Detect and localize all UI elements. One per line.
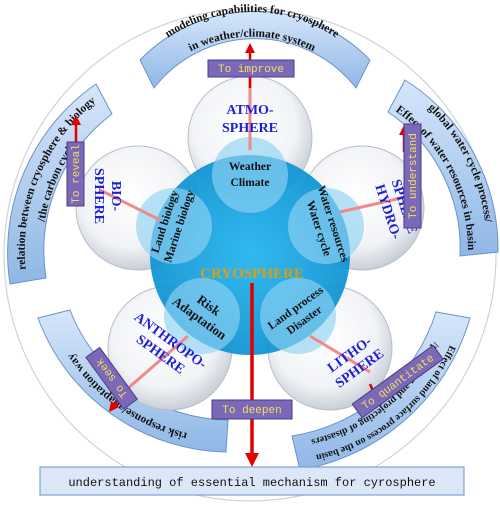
atmo-sub-2: Climate — [231, 177, 270, 189]
inner-overlaps — [136, 137, 364, 354]
atmo-name-1: ATMO- — [226, 103, 274, 118]
action-improve: To improve — [207, 59, 295, 78]
bottom-goal-text: understanding of essential mechanism for… — [68, 476, 435, 490]
action-deepen: To deepen — [211, 399, 293, 420]
bio-name-2: SPHERE — [91, 168, 106, 224]
center-label: CRYOSPHERE — [200, 266, 304, 282]
atmo-sub-1: Weather — [229, 161, 271, 173]
svg-text:To reveal: To reveal — [71, 144, 83, 203]
atmo-name-2: SPHERE — [222, 121, 278, 136]
action-reveal: To reveal — [66, 141, 85, 207]
svg-text:To understand: To understand — [408, 133, 420, 219]
bottom-goal: understanding of essential mechanism for… — [39, 466, 465, 496]
svg-text:To deepen: To deepen — [222, 405, 281, 417]
svg-text:To improve: To improve — [218, 64, 284, 76]
bio-name-1: BIO- — [108, 181, 123, 212]
action-understand: To understand — [403, 123, 422, 229]
